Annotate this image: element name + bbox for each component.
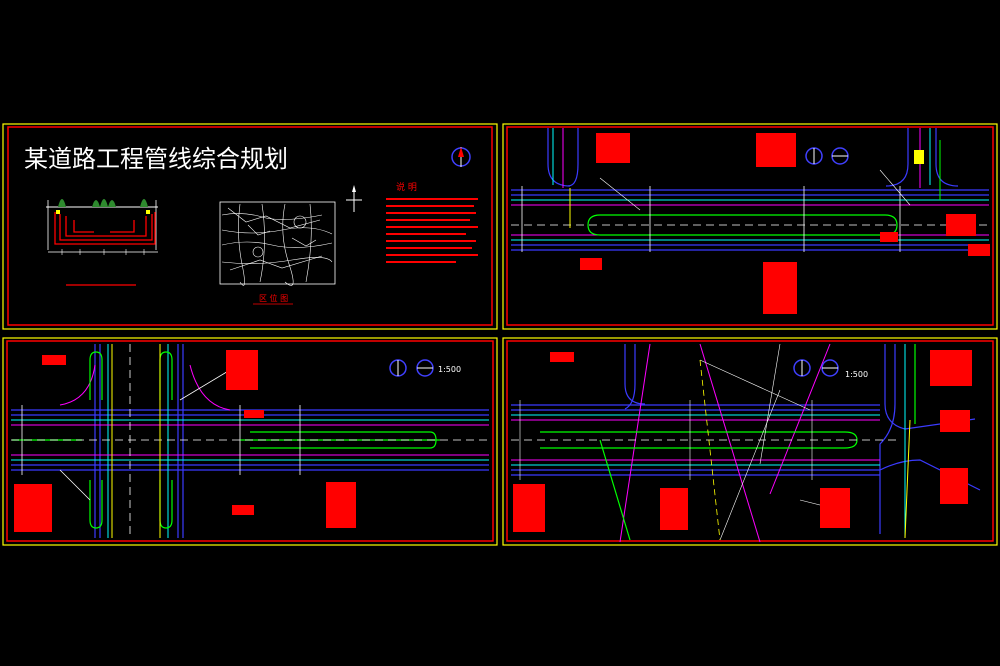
scale-label-2: 1:500: [845, 370, 868, 379]
location-map: 区 位 图: [219, 201, 336, 305]
annotation-blocks: [580, 133, 990, 314]
notes-heading: 说 明: [396, 181, 417, 193]
title-panel: 某道路工程管线综合规划: [2, 123, 498, 330]
location-map-label: 区 位 图: [259, 293, 288, 303]
plan-panel-1: [502, 123, 998, 330]
drawing-title: 某道路工程管线综合规划: [24, 145, 288, 173]
north-arrow-icon: [389, 359, 434, 377]
design-notes: 说 明: [386, 181, 478, 263]
north-arrow-icon: [805, 147, 849, 165]
annotation-blocks: [14, 350, 356, 532]
north-symbol-icon: [346, 185, 362, 212]
scale-label: 1:500: [438, 365, 461, 374]
north-arrow-icon: [451, 147, 471, 167]
plan-panel-2: 1:500: [2, 337, 498, 546]
annotation-blocks: [513, 350, 972, 532]
plan-panel-3: 1:500: [502, 337, 998, 546]
north-arrow-icon: [793, 359, 839, 377]
road-cross-section: [46, 199, 158, 286]
